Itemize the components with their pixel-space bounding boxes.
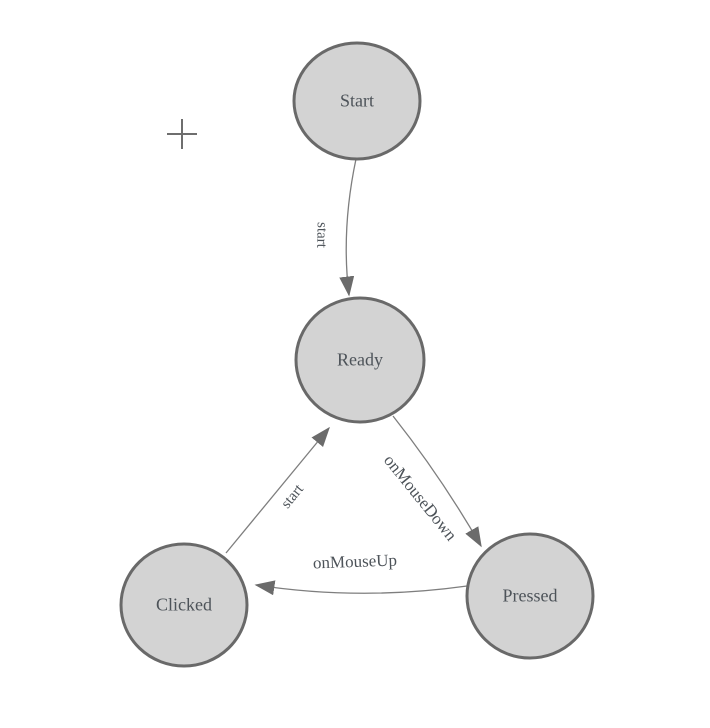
node-ready[interactable] bbox=[294, 296, 426, 424]
edge-ready-to-pressed[interactable] bbox=[392, 415, 482, 548]
plus-icon[interactable] bbox=[167, 119, 197, 149]
edge-pressed-to-clicked[interactable] bbox=[254, 580, 468, 596]
edge-start-to-ready[interactable] bbox=[339, 158, 357, 297]
node-pressed[interactable] bbox=[465, 532, 595, 660]
edge-clicked-to-ready[interactable] bbox=[225, 426, 330, 554]
node-clicked[interactable] bbox=[119, 542, 249, 668]
node-start[interactable] bbox=[292, 41, 422, 161]
